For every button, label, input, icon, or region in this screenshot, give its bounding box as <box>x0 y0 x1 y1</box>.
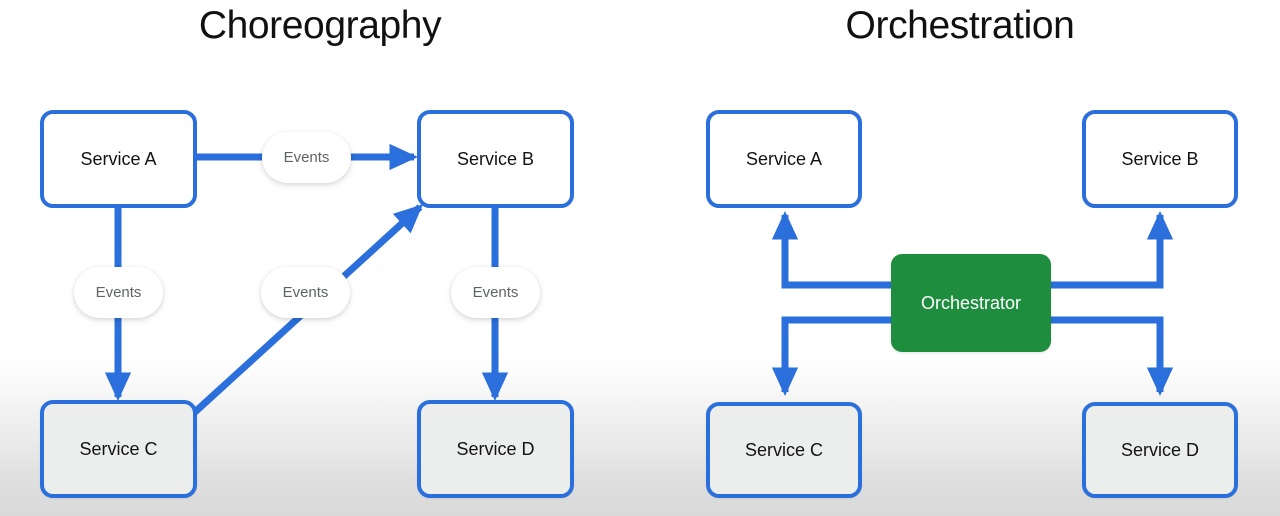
event-pill-b-to-d[interactable]: Events <box>451 267 540 318</box>
choreography-title: Choreography <box>198 4 442 47</box>
edge-orchestrator-to-b <box>1051 210 1174 289</box>
orchestration-title: Orchestration <box>845 4 1075 47</box>
event-pill-label: Events <box>95 284 142 301</box>
event-pill-c-to-b[interactable]: Events <box>261 267 350 318</box>
orchestration-node-service-b[interactable]: Service B <box>1082 110 1238 208</box>
node-label: Service D <box>1120 439 1200 460</box>
event-pill-a-to-b[interactable]: Events <box>262 132 351 183</box>
event-pill-label: Events <box>283 149 330 166</box>
node-label: Service C <box>79 438 158 459</box>
edge-orchestrator-to-d <box>1051 316 1174 397</box>
node-label: Service D <box>456 438 535 459</box>
choreography-node-service-c[interactable]: Service C <box>40 400 197 498</box>
orchestration-node-service-a[interactable]: Service A <box>706 110 862 208</box>
edge-orchestrator-to-a <box>771 210 891 289</box>
orchestration-node-service-c[interactable]: Service C <box>706 402 862 498</box>
node-label: Service A <box>80 148 157 169</box>
choreography-node-service-b[interactable]: Service B <box>417 110 574 208</box>
node-label: Service B <box>456 148 535 169</box>
node-label: Service A <box>745 148 823 169</box>
orchestrator-label: Orchestrator <box>920 292 1022 313</box>
orchestration-node-service-d[interactable]: Service D <box>1082 402 1238 498</box>
choreography-node-service-d[interactable]: Service D <box>417 400 574 498</box>
event-pill-a-to-c[interactable]: Events <box>74 267 163 318</box>
edge-orchestrator-to-c <box>771 316 891 397</box>
node-label: Service B <box>1121 148 1199 169</box>
event-pill-label: Events <box>472 284 519 301</box>
choreography-node-service-a[interactable]: Service A <box>40 110 197 208</box>
orchestrator-node[interactable]: Orchestrator <box>891 254 1051 352</box>
node-label: Service C <box>744 439 824 460</box>
event-pill-label: Events <box>282 284 329 301</box>
